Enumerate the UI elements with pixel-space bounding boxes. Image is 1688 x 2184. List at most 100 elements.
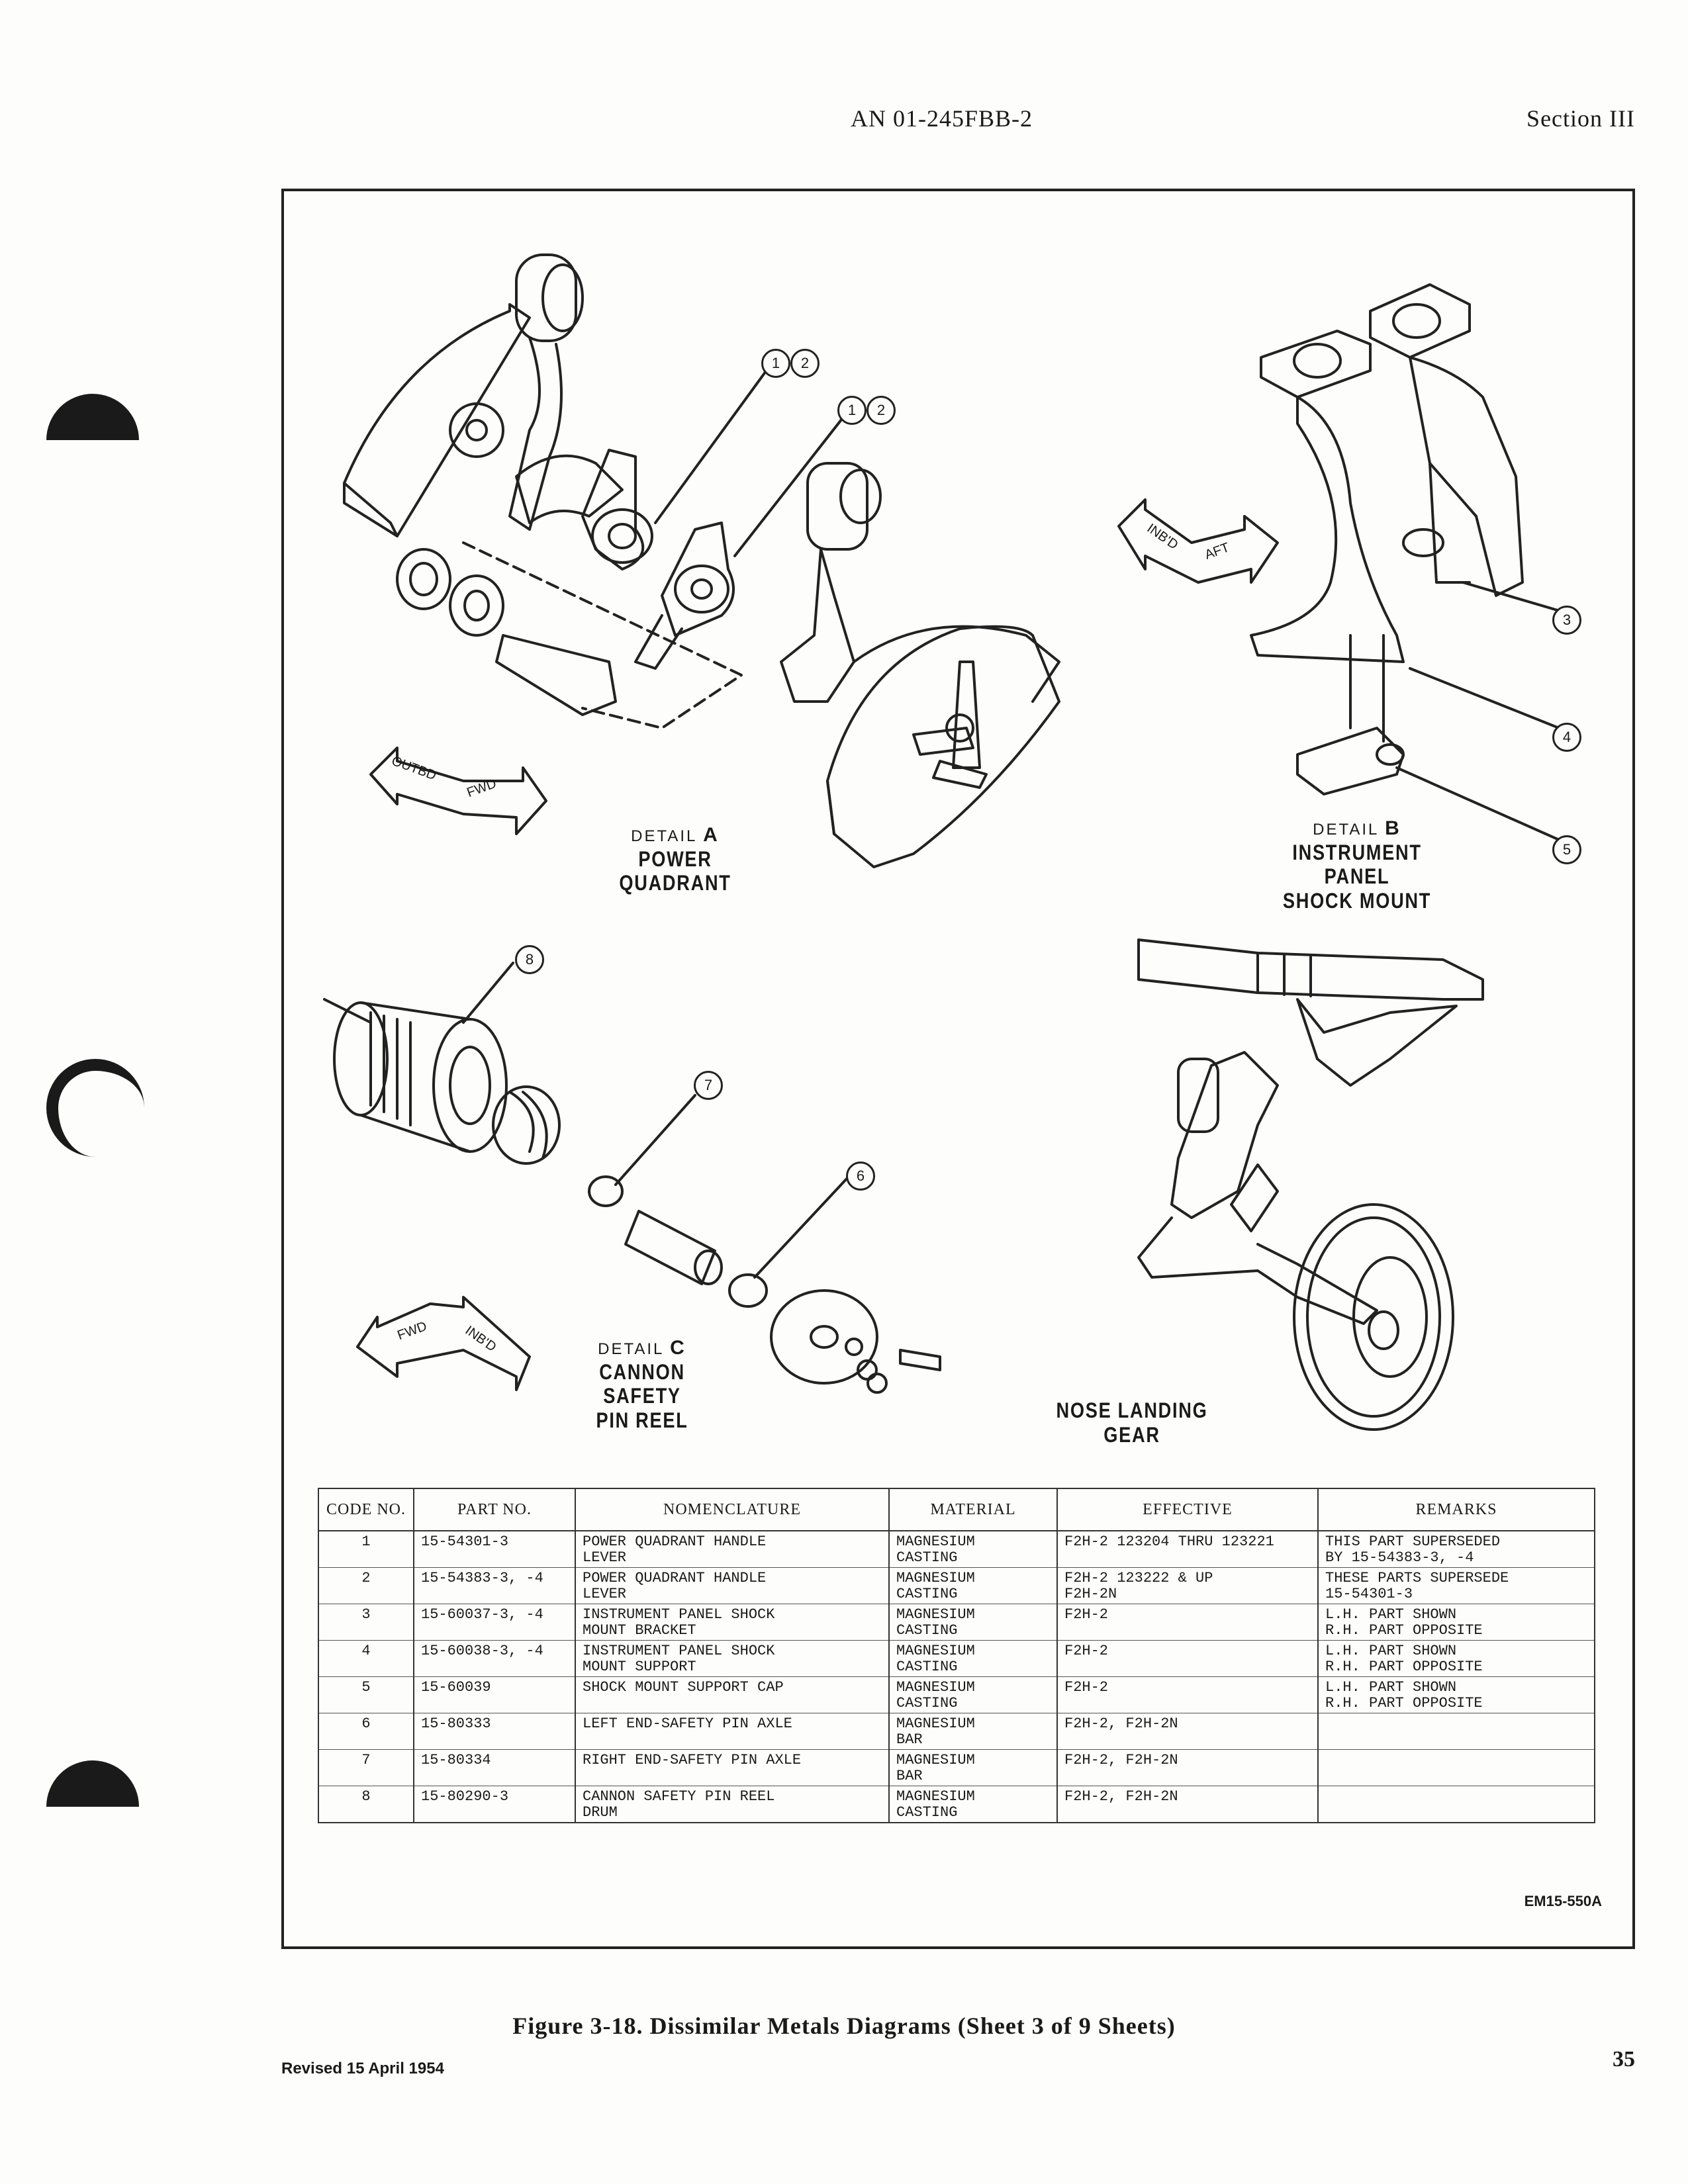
material-cell-line: MAGNESIUM: [896, 1715, 975, 1732]
material-cell-line: CASTING: [896, 1622, 958, 1639]
revision-date: Revised 15 April 1954: [281, 2060, 444, 2077]
code-cell-line: 4: [361, 1643, 371, 1659]
code-cell: 4: [318, 1640, 414, 1677]
header-material: MATERIAL: [888, 1488, 1058, 1531]
callout-3: 3: [1552, 606, 1581, 635]
material-cell-line: MAGNESIUM: [896, 1643, 975, 1659]
nomenclature-cell-line: SHOCK MOUNT SUPPORT CAP: [583, 1679, 784, 1696]
header-nomenclature: NOMENCLATURE: [575, 1488, 890, 1531]
code-cell-line: 5: [361, 1679, 371, 1696]
leader-line-b5: [1395, 766, 1577, 848]
pin-reel-drawing: [323, 998, 941, 1394]
detail-b-title-line2: SHOCK MOUNT: [1282, 889, 1432, 913]
detail-c-label: DETAIL C CANNON SAFETY PIN REEL: [543, 1337, 741, 1433]
document-id: AN 01-245FBB-2: [851, 105, 1033, 132]
remarks-cell: [1317, 1786, 1595, 1823]
power-quadrant-drawing: [343, 253, 1060, 868]
part-no-cell: 15-80290-3: [413, 1786, 576, 1823]
effective-cell-line: F2H-2 123204 THRU 123221: [1064, 1533, 1274, 1550]
code-cell-line: 1: [361, 1533, 371, 1550]
drawing-code: EM15-550A: [1524, 1893, 1602, 1909]
nomenclature-cell-line: LEFT END-SAFETY PIN AXLE: [583, 1715, 792, 1732]
effective-cell-line: F2H-2 123222 & UP: [1064, 1570, 1213, 1586]
callout-2-b: 2: [867, 396, 896, 425]
part-no-cell: 15-54383-3, -4: [413, 1567, 576, 1604]
nomenclature-cell-line: POWER QUADRANT HANDLE: [583, 1570, 767, 1586]
effective-cell: F2H-2, F2H-2N: [1056, 1749, 1319, 1786]
table-row: 6 15-80333 LEFT END-SAFETY PIN AXLE MAGNESI…: [318, 1713, 1595, 1750]
leader-line-b4: [1409, 667, 1577, 736]
remarks-cell: [1317, 1749, 1595, 1786]
detail-a-label: DETAIL A POWER QUADRANT: [569, 824, 781, 895]
code-cell-line: 6: [361, 1715, 371, 1732]
nomenclature-cell-line: LEVER: [583, 1586, 627, 1603]
nomenclature-cell-line: INSTRUMENT PANEL SHOCK: [583, 1643, 775, 1659]
part-no-cell-line: 15-60039: [421, 1679, 491, 1696]
material-cell-line: CASTING: [896, 1586, 958, 1603]
nomenclature-cell: SHOCK MOUNT SUPPORT CAP: [575, 1676, 890, 1713]
nomenclature-cell-line: MOUNT SUPPORT: [583, 1659, 696, 1676]
table-header-row: CODE NO. PART NO. NOMENCLATURE MATERIAL …: [318, 1488, 1595, 1531]
callout-2-a: 2: [790, 349, 820, 378]
material-cell-line: MAGNESIUM: [896, 1606, 975, 1623]
material-cell-line: MAGNESIUM: [896, 1788, 975, 1805]
effective-cell: F2H-2, F2H-2N: [1056, 1713, 1319, 1750]
part-no-cell: 15-80334: [413, 1749, 576, 1786]
figure-caption: Figure 3-18. Dissimilar Metals Diagrams …: [512, 2013, 1176, 2039]
direction-arrow-a: [369, 747, 547, 835]
remarks-cell-line: THIS PART SUPERSEDED: [1325, 1533, 1501, 1550]
material-cell-line: MAGNESIUM: [896, 1679, 975, 1696]
material-cell-line: CASTING: [896, 1695, 958, 1712]
callout-7: 7: [694, 1071, 723, 1100]
part-no-cell-line: 15-54301-3: [421, 1533, 509, 1550]
effective-cell: F2H-2 123204 THRU 123221: [1056, 1530, 1319, 1568]
parts-table: CODE NO. PART NO. NOMENCLATURE MATERIAL …: [318, 1488, 1595, 1823]
callout-6: 6: [846, 1161, 875, 1191]
detail-c-prefix: DETAIL: [598, 1340, 664, 1358]
remarks-cell-line: 15-54301-3: [1325, 1586, 1413, 1603]
material-cell-line: CASTING: [896, 1804, 958, 1821]
part-no-cell: 15-60038-3, -4: [413, 1640, 576, 1677]
leader-line-a2: [733, 409, 850, 557]
code-cell: 7: [318, 1749, 414, 1786]
shock-mount-drawing: [1250, 283, 1524, 796]
material-cell-line: MAGNESIUM: [896, 1533, 975, 1550]
effective-cell-line: F2H-2, F2H-2N: [1064, 1752, 1178, 1768]
material-cell-line: MAGNESIUM: [896, 1752, 975, 1768]
remarks-cell-line: R.H. PART OPPOSITE: [1325, 1622, 1483, 1639]
code-cell: 8: [318, 1786, 414, 1823]
detail-c-title-line1: CANNON SAFETY: [599, 1359, 685, 1408]
header-part-no: PART NO.: [413, 1488, 576, 1531]
effective-cell-line: F2H-2: [1064, 1679, 1109, 1696]
detail-a-letter: A: [703, 824, 720, 846]
material-cell-line: MAGNESIUM: [896, 1570, 975, 1586]
nomenclature-cell: LEFT END-SAFETY PIN AXLE: [575, 1713, 890, 1750]
section-label: Section III: [1526, 105, 1635, 132]
nose-gear-label: NOSE LANDING GEAR: [1013, 1398, 1251, 1447]
effective-cell-line: F2H-2, F2H-2N: [1064, 1788, 1178, 1805]
remarks-cell-line: R.H. PART OPPOSITE: [1325, 1659, 1483, 1676]
header-code-no: CODE NO.: [318, 1488, 414, 1531]
code-cell: 2: [318, 1567, 414, 1604]
nomenclature-cell-line: INSTRUMENT PANEL SHOCK: [583, 1606, 775, 1623]
nomenclature-cell-line: DRUM: [583, 1804, 618, 1821]
callout-4: 4: [1552, 723, 1581, 752]
part-no-cell-line: 15-80333: [421, 1715, 491, 1732]
